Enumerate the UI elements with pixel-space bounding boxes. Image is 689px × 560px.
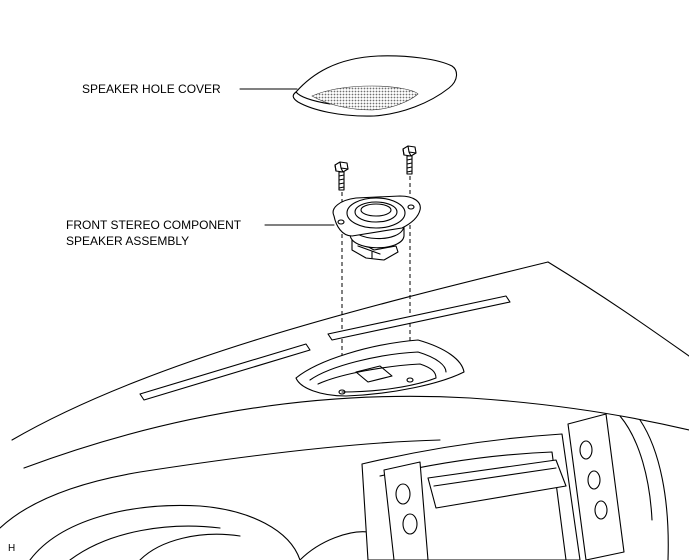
label-speaker-hole-cover: SPEAKER HOLE COVER bbox=[82, 82, 221, 96]
figure-code: H bbox=[8, 543, 16, 554]
speaker-hole-cover bbox=[292, 55, 458, 117]
speaker-assembly bbox=[332, 195, 421, 261]
label-speaker-assembly-line1: FRONT STEREO COMPONENT bbox=[66, 218, 242, 232]
bolt-left bbox=[334, 161, 349, 191]
dashboard bbox=[0, 261, 689, 560]
bolt-right bbox=[402, 145, 417, 175]
label-speaker-assembly: FRONT STEREO COMPONENT SPEAKER ASSEMBLY bbox=[66, 217, 241, 249]
label-speaker-assembly-line2: SPEAKER ASSEMBLY bbox=[66, 234, 190, 248]
